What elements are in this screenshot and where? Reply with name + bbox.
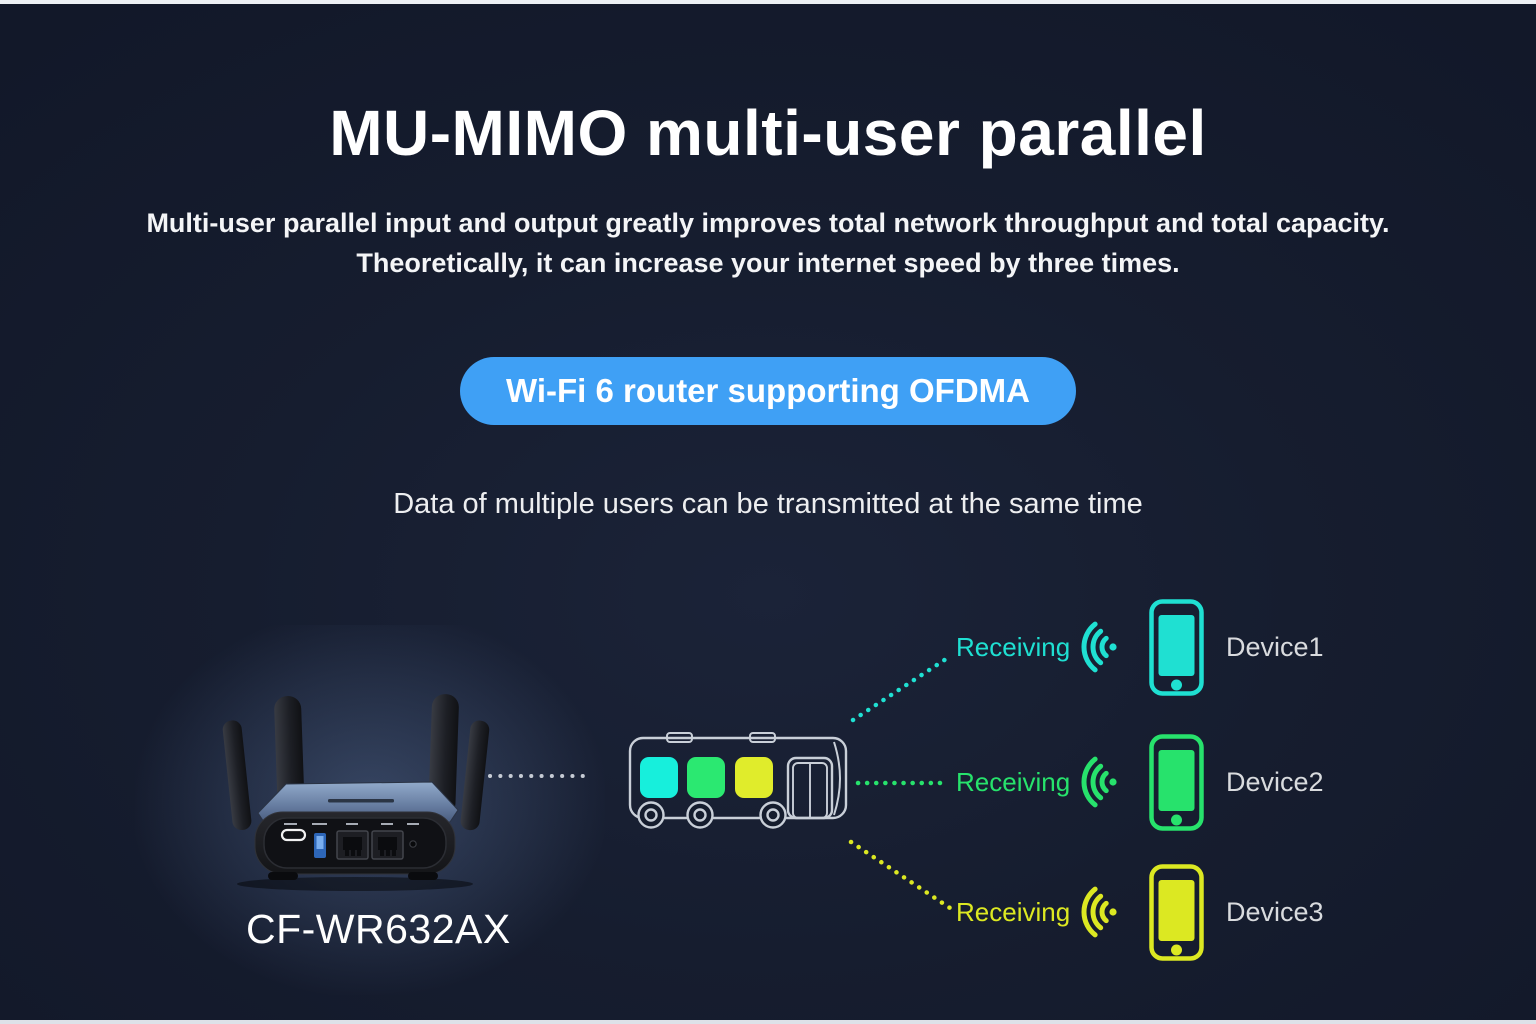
- receiving-label: Receiving: [956, 631, 1071, 662]
- router-antennas: [222, 694, 490, 831]
- receiving-label: Receiving: [956, 896, 1071, 927]
- window-green: [687, 757, 725, 798]
- receiving-label: Receiving: [956, 766, 1071, 797]
- bus-wheels: [637, 801, 787, 829]
- wifi-signal-icon: [1081, 756, 1117, 808]
- reset-hole: [409, 840, 417, 848]
- subtitle-line-2: Theoretically, it can increase your inte…: [356, 248, 1180, 278]
- router-image: [222, 694, 490, 891]
- device-row-2: Receiving Device2: [956, 732, 1324, 832]
- bus-body: [628, 736, 848, 820]
- ethernet-port-2: [371, 830, 404, 860]
- dotted-line-to-device3: [848, 839, 953, 911]
- window-cyan: [640, 757, 678, 798]
- page-title: MU-MIMO multi-user parallel: [329, 97, 1207, 169]
- router-port-labels: [284, 823, 419, 825]
- device-row-1: Receiving Device1: [956, 597, 1324, 697]
- router-shadow: [237, 877, 473, 891]
- router-model-label: CF-WR632AX: [246, 906, 511, 952]
- device-label: Device2: [1226, 766, 1324, 797]
- router-foot-left: [268, 872, 298, 880]
- smartphone-icon: [1149, 733, 1204, 831]
- subtitle-line-1: Multi-user parallel input and output gre…: [146, 208, 1390, 238]
- usb-a-port: [314, 833, 326, 858]
- bus-door: [786, 756, 834, 820]
- smartphone-icon: [1149, 598, 1204, 696]
- router-brand-text: [328, 799, 394, 803]
- router-foot-right: [408, 872, 438, 880]
- device-row-3: Receiving Device3: [956, 862, 1324, 962]
- usb-c-port: [280, 828, 307, 842]
- ethernet-port-1: [336, 830, 369, 860]
- page-bottom-strip: [0, 1020, 1536, 1024]
- page-top-strip: [0, 0, 1536, 4]
- wifi-signal-icon: [1081, 621, 1117, 673]
- bus-icon: [628, 732, 848, 829]
- diagram-caption: Data of multiple users can be transmitte…: [393, 488, 1143, 520]
- device-label: Device3: [1226, 896, 1324, 927]
- feature-badge: Wi-Fi 6 router supporting OFDMA: [460, 357, 1076, 425]
- window-yellow: [735, 757, 773, 798]
- smartphone-icon: [1149, 863, 1204, 961]
- bus-windshield-line: [833, 741, 841, 816]
- subtitle: Multi-user parallel input and output gre…: [0, 203, 1536, 283]
- dotted-line-to-device1: [850, 654, 952, 723]
- device-label: Device1: [1226, 631, 1324, 662]
- wifi-signal-icon: [1081, 886, 1117, 938]
